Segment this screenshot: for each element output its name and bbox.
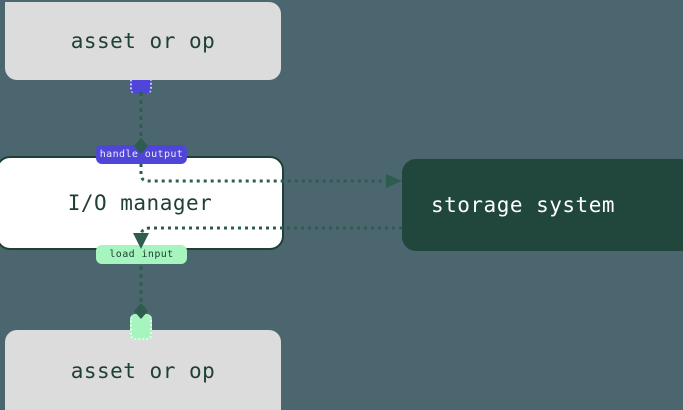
edge-label-handle-output[interactable]: handle output [96,145,187,164]
edge-label-load-input[interactable]: load input [96,245,187,264]
edge-asset-to-iomanager-diamond [134,138,148,154]
edge-iomanager-to-asset-diamond [134,303,148,319]
edge-storage-to-iomanager-path [139,226,402,240]
edge-label-load-input-text: load input [109,249,174,260]
node-storage-system[interactable]: storage system [402,159,683,251]
edge-storage-to-iomanager-arrowhead [133,233,149,249]
node-asset-or-op-bottom[interactable]: asset or op [5,330,281,410]
node-asset-or-op-top[interactable]: asset or op [5,2,281,80]
edge-iomanager-to-storage-arrowhead [386,174,402,188]
node-asset-or-op-top-label: asset or op [70,29,216,53]
node-asset-or-op-bottom-label: asset or op [70,359,216,383]
node-storage-system-label: storage system [430,193,615,217]
node-io-manager-label: I/O manager [67,191,213,215]
edge-label-handle-output-text: handle output [99,149,184,160]
edge-iomanager-to-storage-path [139,164,390,183]
input-handle-icon[interactable] [130,314,152,340]
